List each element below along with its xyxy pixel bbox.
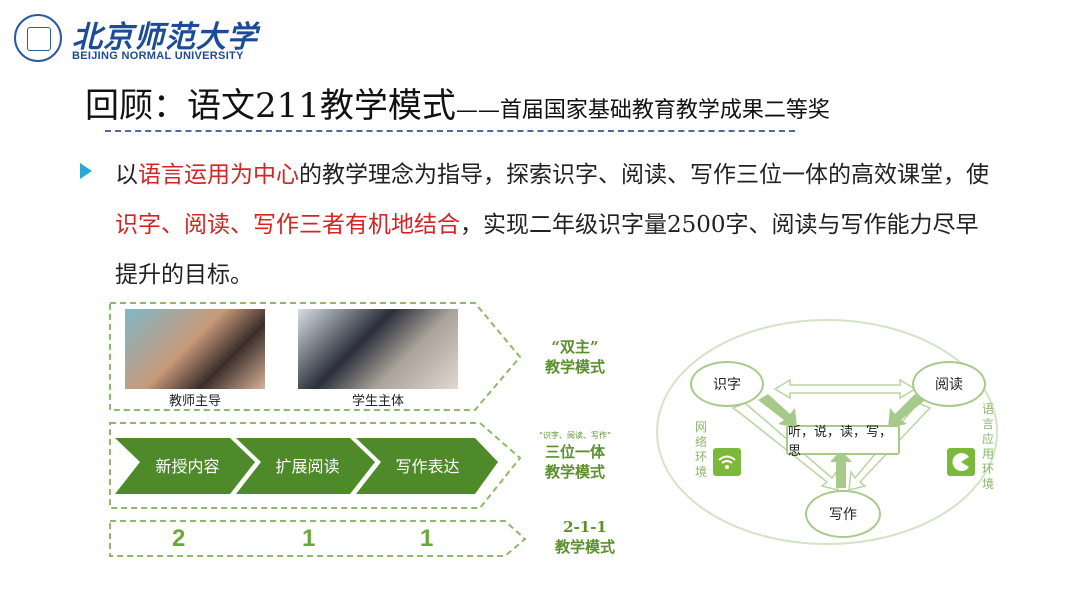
ratio-number: 1 [420,525,434,552]
wifi-icon [713,448,741,476]
label-line: 教学模式 [544,358,605,376]
students-photo [298,309,458,389]
para-segment: ，实现二年级识字量2500字、阅读与写作能力尽早提升的目标。 [115,212,979,288]
center-skills-box: 听，说，读，写，思 [786,425,900,459]
step-new-content: 新授内容 [155,457,220,476]
label-small: “识字、阅读、写作” [538,431,612,440]
211-mode-label: 2-1-1 教学模式 [535,517,635,557]
node-writing: 写作 [805,490,881,538]
title-subtitle: ——首届国家基础教育教学成果二等奖 [455,98,830,123]
bullet-paragraph: 以语言运用为中心的教学理念为指导，探索识字、阅读、写作三位一体的高效课堂，使识字… [115,150,995,300]
triangle-bullet-icon [80,163,92,179]
label-line: 教学模式 [544,463,605,481]
dual-mode-label: “双主” 教学模式 [525,337,625,377]
node-reading: 阅读 [912,361,986,407]
page-title: 回顾：语文211教学模式——首届国家基础教育教学成果二等奖 [85,78,830,127]
trinity-mode-label: “识字、阅读、写作” 三位一体教学模式 [520,430,630,482]
para-highlight: 识字、阅读、写作三者有机地结合 [115,212,460,238]
node-literacy: 识字 [690,361,764,407]
ratio-number: 2 [172,525,186,552]
ratio-number: 1 [302,525,316,552]
photo-caption: 教师主导 [168,394,221,409]
label-line: 2-1-1 [563,518,607,536]
university-seal-icon [14,14,62,62]
para-segment: 以 [115,162,138,188]
language-env-label: 语言应用环境 [981,402,994,491]
step-extended-reading: 扩展阅读 [275,457,340,476]
title-divider [105,130,795,132]
university-name-cn: 北京师范大学 [72,20,258,55]
title-main: 回顾：语文211教学模式 [85,86,456,126]
step-writing: 写作表达 [395,457,460,476]
para-segment: 的教学理念为指导，探索识字、阅读、写作三位一体的高效课堂，使 [299,162,989,188]
label-line: 三位一体 [544,443,605,461]
network-env-label: 网络环境 [694,420,707,479]
pacman-icon [947,448,975,476]
teacher-photo [125,309,265,389]
para-highlight: 语言运用为中心 [138,162,299,188]
label-line: “双主” [551,338,599,356]
university-name-en: BEIJING NORMAL UNIVERSITY [72,50,244,62]
photo-caption: 学生主体 [351,394,404,409]
label-line: 教学模式 [554,538,615,556]
